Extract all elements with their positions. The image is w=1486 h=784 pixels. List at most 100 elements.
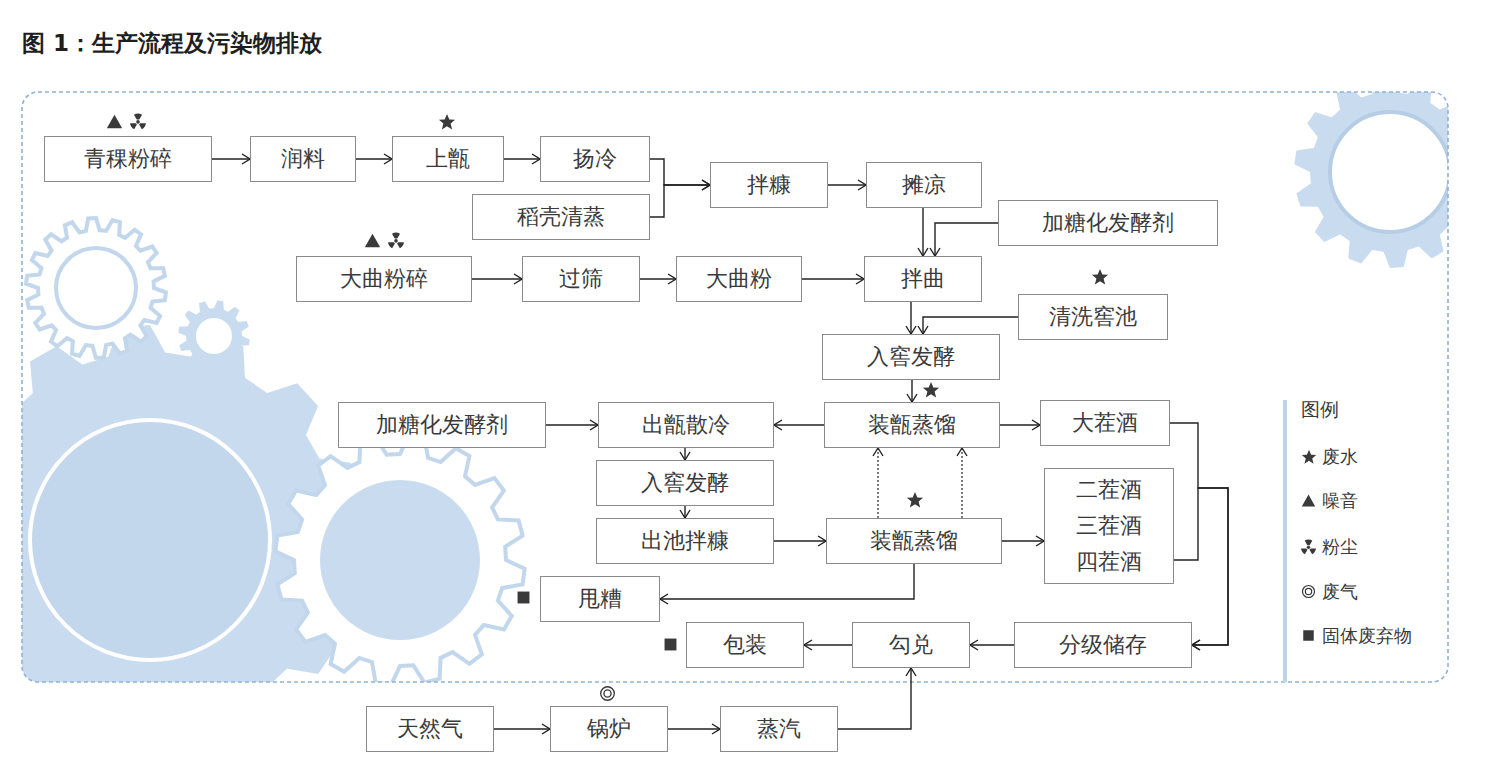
flow-arrow	[910, 302, 911, 334]
gear-hub	[320, 480, 480, 640]
box-label: 蒸汽	[757, 715, 801, 743]
box-label: 入窖发酵	[867, 343, 955, 371]
box-label: 勾兑	[889, 631, 933, 659]
box-label: 加糖化发酵剂	[376, 411, 508, 439]
box-label: 二茬酒	[1076, 472, 1142, 508]
box-label: 清洗窖池	[1049, 303, 1137, 331]
figure-title: 图 1：生产流程及污染物排放	[22, 28, 322, 59]
process-box: 甩糟	[540, 576, 660, 622]
process-box: 稻壳清蒸	[472, 194, 650, 240]
process-box: 上甑	[392, 136, 504, 182]
process-box: 青稞粉碎	[44, 136, 212, 182]
flow-arrow	[212, 158, 250, 159]
flow-arrow	[472, 278, 522, 279]
legend-label: 噪音	[1322, 489, 1358, 513]
flow-arrow	[650, 185, 710, 217]
flow-arrow	[774, 424, 824, 425]
flow-arrow	[494, 728, 550, 729]
gear-shape	[1294, 92, 1448, 268]
box-label: 出甑散冷	[642, 411, 730, 439]
flow-arrow	[546, 424, 598, 425]
box-label: 上甑	[426, 145, 470, 173]
flow-arrow	[1000, 424, 1040, 425]
process-box: 天然气	[366, 706, 494, 752]
flow-arrow	[922, 208, 923, 256]
box-label: 过筛	[559, 265, 603, 293]
flow-arrow	[838, 668, 911, 729]
flow-arrow	[684, 506, 685, 518]
flow-arrow	[877, 448, 878, 518]
legend-label: 废气	[1322, 580, 1358, 604]
legend-heading: 图例	[1301, 397, 1339, 423]
box-label: 稻壳清蒸	[517, 203, 605, 231]
process-box: 大茬酒	[1040, 400, 1170, 446]
box-label: 拌糠	[747, 171, 791, 199]
box-label: 拌曲	[901, 265, 945, 293]
legend-label: 固体废弃物	[1322, 624, 1412, 648]
box-label: 锅炉	[587, 715, 631, 743]
box-label: 扬冷	[573, 145, 617, 173]
process-box: 拌曲	[864, 256, 982, 302]
flow-arrow	[640, 278, 676, 279]
box-label: 大曲粉碎	[340, 265, 428, 293]
gear-shape	[275, 435, 524, 682]
process-box: 润料	[250, 136, 356, 182]
gear-hub	[56, 248, 136, 328]
box-label: 润料	[281, 145, 325, 173]
flow-arrow	[504, 158, 540, 159]
process-box: 入窖发酵	[596, 460, 774, 506]
box-label: 加糖化发酵剂	[1042, 209, 1174, 237]
flow-arrow	[923, 317, 1018, 334]
process-box: 二茬酒三茬酒四茬酒	[1044, 468, 1174, 584]
process-box: 拌糠	[710, 162, 828, 208]
process-box: 包装	[686, 622, 804, 668]
flow-arrow	[935, 223, 998, 256]
process-box: 勾兑	[852, 622, 970, 668]
gear-shape	[26, 218, 166, 358]
flow-arrow	[804, 644, 852, 645]
box-label: 分级储存	[1059, 631, 1147, 659]
flow-arrow	[1170, 423, 1228, 645]
box-label: 四茬酒	[1076, 544, 1142, 580]
flow-arrow	[828, 184, 866, 185]
box-label: 装甑蒸馏	[868, 411, 956, 439]
process-box: 加糖化发酵剂	[338, 402, 546, 448]
process-box: 分级储存	[1014, 622, 1192, 668]
gear-shape	[178, 300, 250, 372]
flow-arrow	[802, 278, 864, 279]
legend-label: 废水	[1322, 445, 1358, 469]
process-box: 锅炉	[550, 706, 668, 752]
flow-arrow	[650, 159, 710, 185]
process-box: 蒸汽	[720, 706, 838, 752]
process-box: 摊凉	[866, 162, 982, 208]
process-box: 出池拌糠	[596, 518, 774, 564]
flow-arrow	[774, 540, 826, 541]
box-label: 天然气	[397, 715, 463, 743]
process-box: 扬冷	[540, 136, 650, 182]
process-box: 加糖化发酵剂	[998, 200, 1218, 246]
gear-hub	[30, 420, 270, 660]
flow-arrow	[356, 158, 392, 159]
process-box: 过筛	[522, 256, 640, 302]
flow-arrow	[1002, 540, 1044, 541]
box-label: 大曲粉	[706, 265, 772, 293]
flow-arrow	[660, 564, 914, 599]
process-box: 装甑蒸馏	[826, 518, 1002, 564]
box-label: 包装	[723, 631, 767, 659]
flow-arrow	[970, 644, 1014, 645]
legend-label: 粉尘	[1322, 535, 1358, 559]
process-box: 装甑蒸馏	[824, 402, 1000, 448]
process-box: 清洗窖池	[1018, 294, 1168, 340]
box-label: 出池拌糠	[641, 527, 729, 555]
box-label: 入窖发酵	[641, 469, 729, 497]
gear-hub	[1330, 112, 1448, 232]
process-box: 出甑散冷	[598, 402, 774, 448]
box-label: 装甑蒸馏	[870, 527, 958, 555]
flow-arrow	[684, 448, 685, 460]
box-label: 甩糟	[578, 585, 622, 613]
box-label: 摊凉	[902, 171, 946, 199]
process-box: 大曲粉碎	[296, 256, 472, 302]
flow-arrow	[961, 448, 962, 518]
flow-arrow	[911, 380, 912, 402]
process-box: 大曲粉	[676, 256, 802, 302]
